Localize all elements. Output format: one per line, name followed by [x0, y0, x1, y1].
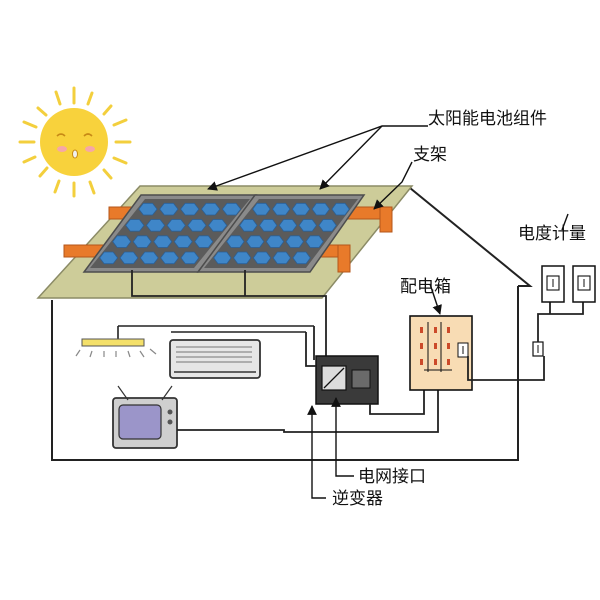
solar-cell: [259, 219, 278, 232]
solar-cell: [166, 219, 186, 232]
label-bracket: 支架: [413, 145, 447, 165]
solar-cell: [145, 219, 166, 232]
solar-cell: [285, 235, 304, 248]
solar-cell: [298, 219, 317, 232]
label-inverter: 逆变器: [332, 489, 383, 509]
label-solar-modules: 太阳能电池组件: [428, 109, 547, 129]
meter-wires: [467, 302, 584, 381]
sun-mouth: [72, 149, 78, 159]
solar-cell: [246, 235, 265, 248]
solar-cell: [153, 235, 173, 248]
solar-cell: [291, 202, 311, 216]
solar-cell: [311, 202, 330, 216]
solar-cell: [159, 202, 179, 216]
meter-icon: [572, 265, 596, 303]
solar-cell: [331, 202, 350, 216]
solar-panel-icon: [196, 194, 366, 273]
label-grid-interface: 电网接口: [358, 467, 426, 487]
meter-icon: [541, 265, 565, 303]
solar-cell: [125, 219, 145, 232]
solar-cell: [272, 202, 291, 216]
solar-cell: [233, 251, 252, 265]
solar-cell: [207, 219, 228, 232]
sun-eye-left: [56, 133, 66, 137]
solar-cell: [252, 202, 271, 216]
solar-cell: [180, 251, 200, 265]
solar-cells: [213, 202, 350, 265]
interior-wires: [177, 326, 439, 433]
panel-wires: [131, 270, 327, 356]
solar-cell: [278, 219, 298, 232]
label-distribution-box: 配电箱: [400, 277, 451, 297]
solar-cell: [272, 251, 291, 265]
solar-cell: [292, 251, 311, 265]
solar-cell: [200, 202, 221, 216]
air-conditioner-icon: [169, 331, 306, 379]
callout-leaders: [207, 125, 569, 499]
solar-cell: [138, 202, 158, 216]
outlet-icon: [532, 341, 544, 357]
solar-cell: [318, 219, 337, 232]
solar-cells: [99, 202, 242, 265]
inverter-icon: [315, 355, 379, 405]
solar-cell: [160, 251, 180, 265]
solar-cell: [213, 251, 232, 265]
solar-cell: [239, 219, 258, 232]
solar-cell: [99, 251, 119, 265]
solar-cell: [180, 202, 200, 216]
solar-cell: [221, 202, 242, 216]
solar-cell: [187, 219, 207, 232]
light-fixture-icon: [75, 325, 314, 358]
sun-rays: [18, 86, 132, 198]
solar-cell: [252, 251, 272, 265]
solar-cell: [194, 235, 214, 248]
sun-disc: [40, 108, 108, 176]
solar-cell: [112, 235, 132, 248]
tv-icon: [112, 385, 178, 449]
solar-cell: [226, 235, 245, 248]
solar-cell: [139, 251, 159, 265]
solar-cell: [265, 235, 285, 248]
solar-cell: [119, 251, 139, 265]
solar-cell: [173, 235, 193, 248]
solar-panel-icon: [82, 194, 258, 273]
solar-cell: [305, 235, 324, 248]
label-meter: 电度计量: [518, 224, 586, 244]
sun-cheek-left: [57, 146, 67, 152]
sun-eye-right: [83, 133, 93, 137]
distribution-box-icon: [409, 315, 473, 391]
sun-icon: [18, 86, 132, 198]
solar-cell: [132, 235, 152, 248]
sun-cheek-right: [85, 146, 95, 152]
